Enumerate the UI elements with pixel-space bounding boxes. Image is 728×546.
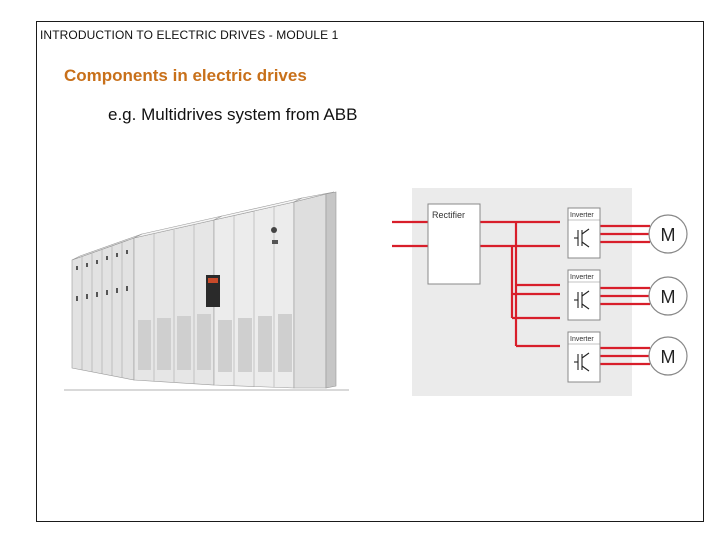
- slide-subtitle: e.g. Multidrives system from ABB: [108, 105, 358, 124]
- motor-label-1: M: [661, 225, 676, 245]
- inverter-block-3: Inverter: [567, 331, 601, 383]
- inverter-label-3: Inverter: [570, 336, 594, 343]
- inverter-block-2: Inverter: [567, 269, 601, 321]
- motor-3: M: [648, 336, 688, 376]
- igbt-symbol-icon: [574, 290, 590, 310]
- rectifier-block: [427, 203, 481, 285]
- igbt-symbol-icon: [574, 228, 590, 248]
- inverter-label-1: Inverter: [570, 212, 594, 219]
- multidrive-cabinet-photo: [64, 191, 349, 391]
- rectifier-label: Rectifier: [432, 210, 465, 220]
- igbt-symbol-icon: [574, 352, 590, 372]
- motor-1: M: [648, 214, 688, 254]
- inverter-block-1: Inverter: [567, 207, 601, 259]
- motor-label-2: M: [661, 287, 676, 307]
- module-header: INTRODUCTION TO ELECTRIC DRIVES - MODULE…: [40, 28, 339, 42]
- motor-label-3: M: [661, 347, 676, 367]
- motor-2: M: [648, 276, 688, 316]
- slide-title: Components in electric drives: [64, 66, 307, 85]
- inverter-label-2: Inverter: [570, 274, 594, 281]
- multidrive-block-diagram: Rectifier Inverter Inverter Inverter: [392, 188, 688, 396]
